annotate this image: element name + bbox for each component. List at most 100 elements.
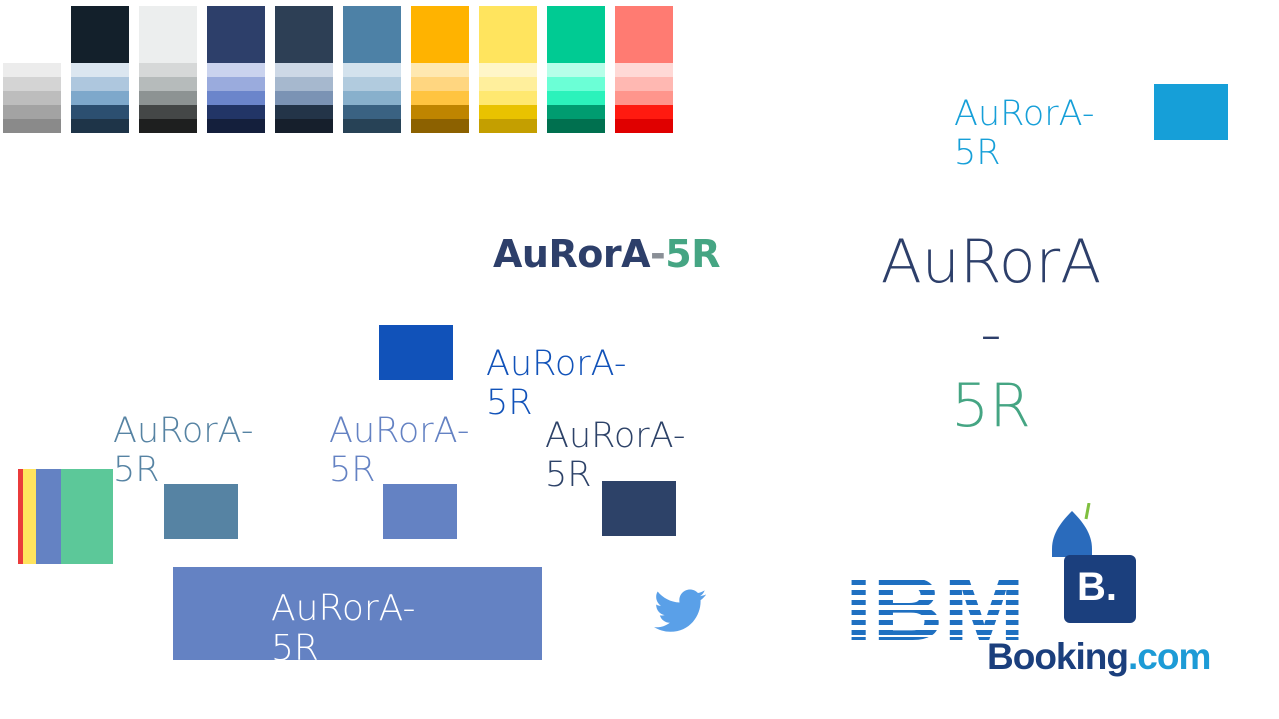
palette-shade-swatch	[547, 91, 605, 105]
booking-drop-icon	[1052, 503, 1092, 557]
stacked-part2: 5R	[951, 371, 1031, 441]
swatch-periwinkle	[383, 484, 457, 539]
palette-column	[615, 6, 673, 133]
palette-column	[71, 6, 129, 133]
palette-main-swatch	[411, 6, 469, 63]
booking-badge: B.	[1064, 555, 1136, 623]
color-palette	[3, 6, 673, 133]
palette-shade-swatch	[275, 119, 333, 133]
palette-shade-swatch	[343, 91, 401, 105]
palette-shade-swatch	[139, 63, 197, 77]
palette-shade-swatch	[207, 77, 265, 91]
palette-shade-swatch	[479, 119, 537, 133]
palette-column	[411, 6, 469, 133]
palette-main-swatch	[207, 6, 265, 63]
palette-shade-swatch	[275, 77, 333, 91]
palette-shade-swatch	[411, 119, 469, 133]
palette-shade-swatch	[139, 105, 197, 119]
brand-wordmark-bold: AuRorA-5R	[493, 232, 720, 276]
stripe-yellow	[23, 469, 36, 564]
palette-shade-swatch	[343, 77, 401, 91]
palette-shade-swatch	[411, 77, 469, 91]
palette-shade-swatch	[3, 105, 61, 119]
palette-column	[275, 6, 333, 133]
palette-shade-swatch	[615, 91, 673, 105]
palette-column	[139, 6, 197, 133]
palette-shade-swatch	[3, 91, 61, 105]
palette-column	[343, 6, 401, 133]
brand-banner: AuRorA-5R	[173, 567, 542, 660]
palette-shade-swatch	[411, 63, 469, 77]
palette-main-swatch	[479, 6, 537, 63]
stripe-red	[18, 469, 23, 564]
palette-main-swatch	[615, 6, 673, 63]
palette-shade-swatch	[3, 119, 61, 133]
palette-main-swatch	[71, 6, 129, 63]
palette-shade-swatch	[71, 105, 129, 119]
stripe-periwinkle	[36, 469, 61, 564]
palette-shade-swatch	[207, 91, 265, 105]
palette-shade-swatch	[139, 77, 197, 91]
palette-main-swatch	[139, 6, 197, 63]
palette-shade-swatch	[275, 105, 333, 119]
palette-shade-swatch	[71, 119, 129, 133]
palette-column	[3, 6, 61, 133]
brand-label-periwinkle: AuRorA-5R	[329, 411, 470, 491]
palette-shade-swatch	[411, 105, 469, 119]
brand-label-royal-blue: AuRorA-5R	[486, 344, 627, 424]
palette-column	[547, 6, 605, 133]
ibm-logo: IBM	[845, 570, 1025, 642]
brand-wordmark-stacked: AuRorA - 5R	[862, 226, 1120, 442]
banner-label: AuRorA-5R	[271, 588, 416, 661]
palette-shade-swatch	[207, 105, 265, 119]
palette-shade-swatch	[275, 63, 333, 77]
palette-shade-swatch	[411, 91, 469, 105]
palette-shade-swatch	[615, 77, 673, 91]
ibm-logo-text: IBM	[845, 570, 1025, 642]
palette-shade-swatch	[479, 105, 537, 119]
palette-shade-swatch	[479, 91, 537, 105]
palette-shade-swatch	[547, 77, 605, 91]
palette-shade-swatch	[547, 119, 605, 133]
stacked-dash: -	[980, 299, 1002, 369]
palette-shade-swatch	[343, 105, 401, 119]
stripe-green	[61, 469, 113, 564]
palette-shade-swatch	[3, 77, 61, 91]
palette-main-swatch	[547, 6, 605, 63]
palette-shade-swatch	[71, 63, 129, 77]
palette-main-swatch	[343, 6, 401, 63]
palette-shade-swatch	[207, 63, 265, 77]
palette-main-swatch	[275, 6, 333, 63]
brand-label-sky-blue: AuRorA-5R	[954, 94, 1095, 174]
palette-shade-swatch	[615, 119, 673, 133]
palette-shade-swatch	[343, 119, 401, 133]
palette-column	[207, 6, 265, 133]
palette-shade-swatch	[343, 63, 401, 77]
swatch-dark-navy	[602, 481, 676, 536]
color-stripes	[18, 469, 113, 564]
palette-shade-swatch	[275, 91, 333, 105]
palette-shade-swatch	[547, 105, 605, 119]
palette-shade-swatch	[615, 105, 673, 119]
palette-shade-swatch	[615, 63, 673, 77]
palette-column	[479, 6, 537, 133]
palette-shade-swatch	[139, 91, 197, 105]
palette-shade-swatch	[479, 77, 537, 91]
swatch-steel-blue	[164, 484, 238, 539]
swatch-sky-blue	[1154, 84, 1228, 140]
palette-main-swatch	[3, 6, 61, 63]
palette-shade-swatch	[71, 91, 129, 105]
brand-label-dark-navy: AuRorA-5R	[545, 416, 686, 496]
palette-shade-swatch	[3, 63, 61, 77]
swatch-royal-blue	[379, 325, 453, 380]
stacked-part1: AuRorA	[880, 227, 1102, 297]
palette-shade-swatch	[71, 77, 129, 91]
booking-wordmark: Booking.com	[987, 636, 1211, 677]
brand-label-steel-blue: AuRorA-5R	[113, 411, 254, 491]
twitter-bird-icon	[654, 589, 706, 632]
palette-shade-swatch	[139, 119, 197, 133]
palette-shade-swatch	[547, 63, 605, 77]
palette-shade-swatch	[207, 119, 265, 133]
booking-badge-letter: B.	[1077, 565, 1117, 609]
palette-shade-swatch	[479, 63, 537, 77]
